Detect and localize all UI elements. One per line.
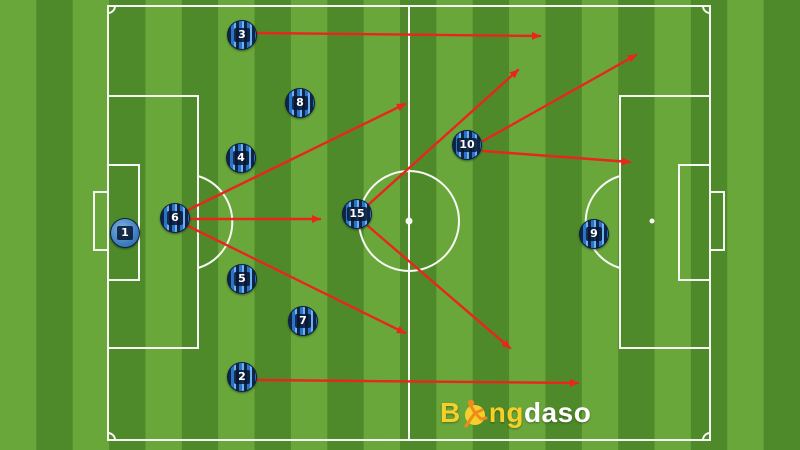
pass-arrow bbox=[256, 31, 542, 40]
player-marker: 5 bbox=[227, 264, 257, 294]
player-number: 6 bbox=[167, 211, 183, 225]
grass-stripe bbox=[618, 0, 656, 450]
pass-arrow bbox=[256, 378, 580, 387]
player-marker: 2 bbox=[227, 362, 257, 392]
player-number: 7 bbox=[295, 314, 311, 328]
player-marker: 3 bbox=[227, 20, 257, 50]
pass-arrow bbox=[366, 68, 520, 207]
center-spot bbox=[405, 217, 413, 225]
pass-arrow bbox=[481, 149, 632, 166]
grass-stripe bbox=[436, 0, 474, 450]
right-penalty-spot bbox=[649, 218, 655, 224]
grass-stripe bbox=[72, 0, 110, 450]
player-marker: 6 bbox=[160, 203, 190, 233]
grass-stripe bbox=[654, 0, 692, 450]
player-number: 2 bbox=[234, 370, 250, 384]
pass-arrow bbox=[366, 224, 512, 350]
corner-arc-top-right bbox=[702, 5, 711, 14]
player-number: 5 bbox=[234, 272, 250, 286]
player-number: 8 bbox=[292, 96, 308, 110]
watermark-text-ng: ng bbox=[488, 397, 524, 428]
watermark-logo: B ng daso bbox=[440, 396, 591, 430]
player-number: 3 bbox=[234, 28, 250, 42]
player-marker: 10 bbox=[452, 130, 482, 160]
player-number: 1 bbox=[117, 226, 133, 240]
pitch-markings bbox=[93, 5, 725, 441]
pass-arrows bbox=[186, 31, 638, 387]
corner-arc-top-left bbox=[107, 5, 116, 14]
player-marker: 8 bbox=[285, 88, 315, 118]
grass-stripe bbox=[36, 0, 74, 450]
player-marker: 9 bbox=[579, 219, 609, 249]
player-number: 4 bbox=[233, 151, 249, 165]
player-number: 9 bbox=[586, 227, 602, 241]
player-number: 10 bbox=[457, 138, 477, 152]
corner-arc-bottom-right bbox=[702, 432, 711, 441]
grass-stripe bbox=[0, 0, 37, 450]
player-marker: 7 bbox=[288, 306, 318, 336]
grass-stripe bbox=[400, 0, 437, 450]
grass-stripe bbox=[545, 0, 583, 450]
grass-stripe bbox=[763, 0, 800, 450]
left-goal bbox=[93, 191, 109, 251]
grass-stripe bbox=[290, 0, 328, 450]
pass-arrow bbox=[186, 102, 407, 212]
grass-stripe bbox=[363, 0, 401, 450]
pass-arrow bbox=[186, 224, 407, 335]
grass-stripe bbox=[727, 0, 765, 450]
player-marker: 15 bbox=[342, 199, 372, 229]
grass-stripe bbox=[254, 0, 292, 450]
corner-arc-bottom-left bbox=[107, 432, 116, 441]
left-penalty-arc bbox=[197, 175, 234, 269]
watermark-text-b: B bbox=[440, 397, 461, 428]
pass-arrow bbox=[481, 53, 638, 143]
right-goal bbox=[709, 191, 725, 251]
player-number: 15 bbox=[347, 207, 367, 221]
grass-stripe bbox=[472, 0, 510, 450]
football-player-icon bbox=[462, 398, 488, 428]
watermark-text-daso: daso bbox=[523, 397, 592, 428]
player-marker: 1 bbox=[110, 218, 140, 248]
player-marker: 4 bbox=[226, 143, 256, 173]
